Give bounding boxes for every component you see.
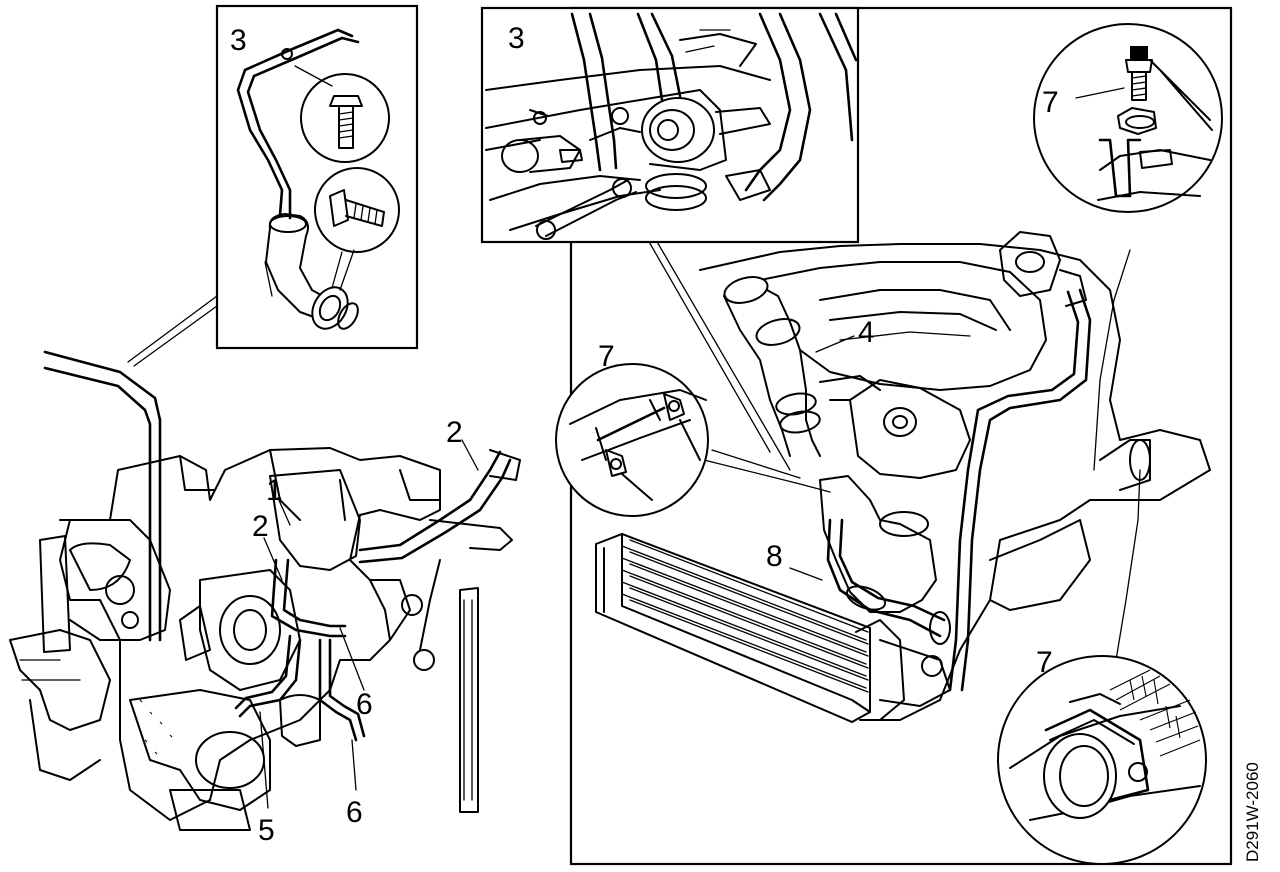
callout-6-lower: 6: [346, 796, 363, 829]
detail-3-leader: [127, 295, 218, 367]
left-engine-assembly: [9, 350, 521, 831]
callout-3-left: 3: [230, 24, 247, 57]
callout-2-pipe: 2: [446, 416, 463, 449]
detail-panel-3-left: 3: [215, 4, 419, 350]
callout-2-turbo: 2: [252, 510, 269, 543]
drawing-code: D291W-2060: [1243, 762, 1262, 862]
callout-8: 8: [766, 540, 783, 573]
callout-6-upper: 6: [356, 688, 373, 721]
callout-4: 4: [858, 316, 875, 349]
callout-5: 5: [258, 814, 275, 847]
detail-circle-7-top: 7: [1033, 23, 1223, 213]
right-engine-assembly: [595, 231, 1211, 724]
detail-circle-7-mid: 7: [555, 340, 709, 517]
callout-7-bottom: 7: [1036, 646, 1053, 679]
callout-7-mid: 7: [598, 340, 615, 373]
callout-1: 1: [266, 474, 283, 507]
detail-circle-7-bottom: 7: [997, 646, 1207, 865]
detail-panel-3-right: 3: [480, 6, 860, 244]
callout-3-right: 3: [508, 22, 525, 55]
callout-7-top: 7: [1042, 86, 1059, 119]
